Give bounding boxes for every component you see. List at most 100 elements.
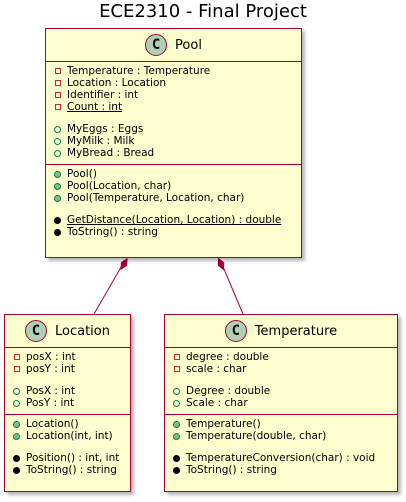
member-text: Degree : double: [186, 385, 271, 397]
field-row: MyBread : Bread: [46, 147, 301, 159]
field-row: MyMilk : Milk: [46, 135, 301, 147]
member-spacer: [165, 375, 397, 385]
member-text: posX : int: [26, 351, 76, 363]
method-row: Temperature(double, char): [165, 430, 397, 442]
field-row: scale : char: [165, 363, 397, 375]
private-visibility-icon: [12, 354, 21, 360]
member-text: degree : double: [186, 351, 269, 363]
method-row: Pool(): [46, 168, 301, 180]
member-text: Count : int: [67, 101, 123, 113]
public-visibility-icon: [53, 149, 62, 157]
composition-line-pool-temperature: [220, 261, 244, 315]
field-row: Scale : char: [165, 397, 397, 409]
member-text: Location : Location: [67, 77, 167, 89]
public-visibility-icon: [172, 387, 181, 395]
abstract-method-icon: [53, 228, 62, 236]
composition-diamond-pool-location: [120, 257, 128, 271]
member-text: MyEggs : Eggs: [67, 123, 144, 135]
abstract-method-icon: [53, 216, 62, 224]
public-visibility-icon: [172, 399, 181, 407]
member-text: Location(int, int): [26, 430, 113, 442]
member-spacer: [165, 442, 397, 452]
member-text: Temperature(): [186, 418, 261, 430]
method-row: Location(): [5, 418, 130, 430]
diagram-title: ECE2310 - Final Project: [99, 1, 307, 22]
member-text: ToString() : string: [67, 226, 158, 238]
method-row: ToString() : string: [5, 464, 130, 476]
member-text: Pool(Location, char): [67, 180, 172, 192]
method-row: Pool(Temperature, Location, char): [46, 192, 301, 204]
abstract-method-icon: [12, 466, 21, 474]
member-text: Pool(Temperature, Location, char): [67, 192, 245, 204]
public-method-icon: [53, 182, 62, 190]
private-visibility-icon: [172, 366, 181, 372]
class-icon: C: [145, 34, 168, 56]
field-row: Temperature : Temperature: [46, 65, 301, 77]
class-icon: C: [25, 320, 47, 342]
methods-section: Temperature()Temperature(double, char) Te…: [165, 415, 397, 481]
field-row: degree : double: [165, 351, 397, 363]
method-row: Pool(Location, char): [46, 180, 301, 192]
member-text: Scale : char: [186, 397, 248, 409]
field-row: PosX : int: [5, 385, 130, 397]
field-row: Location : Location: [46, 77, 301, 89]
public-visibility-icon: [53, 137, 62, 145]
composition-diamond-pool-temperature: [217, 257, 225, 271]
member-text: TemperatureConversion(char) : void: [186, 452, 376, 464]
member-text: posY : int: [26, 363, 75, 375]
field-row: MyEggs : Eggs: [46, 123, 301, 135]
public-method-icon: [53, 194, 62, 202]
class-name: Pool: [175, 37, 202, 53]
member-text: scale : char: [186, 363, 247, 375]
public-visibility-icon: [12, 399, 21, 407]
member-text: MyBread : Bread: [67, 147, 155, 159]
member-text: ToString() : string: [186, 464, 277, 476]
methods-section: Pool()Pool(Location, char)Pool(Temperatu…: [46, 165, 301, 243]
method-row: TemperatureConversion(char) : void: [165, 452, 397, 464]
member-text: GetDistance(Location, Location) : double: [67, 214, 282, 226]
field-row: Degree : double: [165, 385, 397, 397]
member-text: Temperature(double, char): [186, 430, 327, 442]
method-row: Temperature(): [165, 418, 397, 430]
member-spacer: [5, 442, 130, 452]
member-spacer: [5, 375, 130, 385]
field-row: PosY : int: [5, 397, 130, 409]
member-text: MyMilk : Milk: [67, 135, 135, 147]
field-row: posY : int: [5, 363, 130, 375]
private-visibility-icon: [53, 68, 62, 74]
method-row: GetDistance(Location, Location) : double: [46, 214, 301, 226]
member-text: PosY : int: [26, 397, 75, 409]
field-row: Identifier : int: [46, 89, 301, 101]
method-row: Location(int, int): [5, 430, 130, 442]
methods-section: Location()Location(int, int) Position() :…: [5, 415, 130, 481]
composition-line-pool-location: [93, 261, 125, 315]
member-text: ToString() : string: [26, 464, 117, 476]
member-spacer: [46, 204, 301, 214]
abstract-method-icon: [12, 454, 21, 462]
member-text: PosX : int: [26, 385, 75, 397]
member-spacer: [46, 113, 301, 123]
member-text: Position() : int, int: [26, 452, 120, 464]
private-visibility-icon: [12, 366, 21, 372]
member-text: Location(): [26, 418, 79, 430]
private-visibility-icon: [53, 104, 62, 110]
public-visibility-icon: [53, 125, 62, 133]
field-row: Count : int: [46, 101, 301, 113]
public-method-icon: [12, 420, 21, 428]
private-visibility-icon: [53, 92, 62, 98]
public-method-icon: [12, 432, 21, 440]
public-method-icon: [172, 420, 181, 428]
public-method-icon: [172, 432, 181, 440]
method-row: Position() : int, int: [5, 452, 130, 464]
public-method-icon: [53, 170, 62, 178]
class-icon: C: [224, 320, 247, 342]
private-visibility-icon: [172, 354, 181, 360]
class-name: Location: [55, 323, 110, 339]
public-visibility-icon: [12, 387, 21, 395]
private-visibility-icon: [53, 80, 62, 86]
